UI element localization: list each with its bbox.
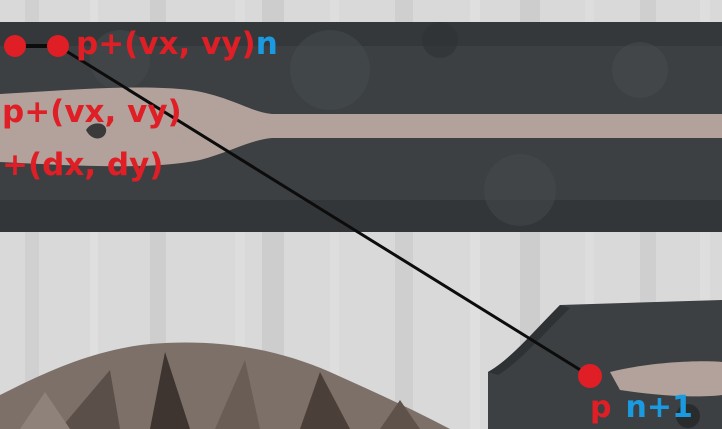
mid-label-line1: p+(vx, vy)	[2, 94, 182, 130]
bottom-point-text: p	[590, 390, 611, 425]
top-index-text: n	[256, 26, 278, 62]
rock-mound	[0, 342, 450, 429]
trajectory-line	[57, 44, 591, 378]
bottom-slab	[488, 300, 722, 429]
mid-label-line2: +(dx, dy)	[2, 147, 163, 183]
groove-channel	[0, 87, 722, 167]
groove-hole	[86, 123, 107, 139]
point-marker-start	[4, 35, 26, 57]
bottom-index-text: n+1	[625, 390, 692, 425]
point-marker-velocity	[47, 35, 69, 57]
top-formula-text: p+(vx, vy)	[76, 26, 256, 62]
point-marker-next	[578, 364, 602, 388]
top-label: p+(vx, vy)n	[76, 26, 278, 62]
bottom-label: p n+1	[590, 390, 693, 425]
